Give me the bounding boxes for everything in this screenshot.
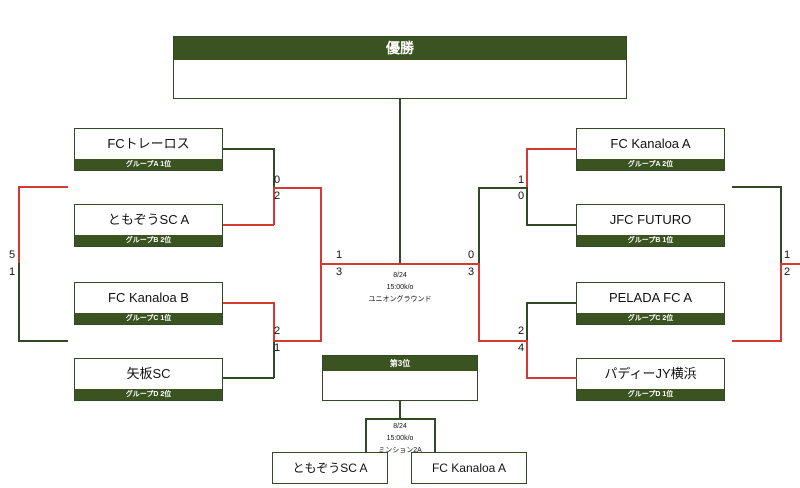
final-line-right	[400, 263, 480, 265]
score: 3	[468, 266, 475, 278]
third-info: 8/24 15:00k/o ミンション2A	[350, 421, 450, 457]
final-info: 8/24 15:00k/o ユニオングラウンド	[350, 270, 450, 306]
team-group: グループB 2位	[75, 235, 222, 246]
third-date: 8/24	[393, 423, 407, 430]
bracket-line	[526, 302, 577, 304]
bracket-line	[478, 187, 527, 189]
third-venue: ミンション2A	[378, 447, 422, 454]
third-connector-r	[434, 418, 436, 454]
bracket-line	[526, 148, 528, 188]
score: 0	[274, 174, 281, 186]
score: 0	[518, 190, 525, 202]
right-team-3[interactable]: PELADA FC A グループC 2位	[576, 282, 725, 325]
score: 1	[784, 249, 791, 261]
bracket-line	[18, 263, 20, 341]
champion-title: 優勝	[174, 37, 626, 60]
score: 1	[518, 174, 525, 186]
bracket-line	[18, 186, 20, 264]
team-group: グループB 1位	[577, 235, 724, 246]
bracket-line	[526, 377, 577, 379]
score: 3	[336, 266, 343, 278]
right-team-2[interactable]: JFC FUTURO グループB 1位	[576, 204, 725, 247]
team-group: グループC 2位	[577, 313, 724, 324]
score: 2	[274, 325, 281, 337]
team-group: グループA 2位	[577, 159, 724, 170]
right-team-4[interactable]: パディーJY横浜 グループD 1位	[576, 358, 725, 401]
bracket-line	[526, 187, 528, 225]
team-name: JFC FUTURO	[609, 212, 692, 227]
bracket-line	[273, 302, 275, 341]
third-time: 15:00k/o	[386, 435, 414, 442]
bracket-line	[273, 340, 275, 378]
third-connector-h	[365, 418, 436, 420]
bracket-line	[320, 187, 322, 342]
third-connector	[399, 401, 401, 419]
team-name: ともぞうSC A	[107, 212, 190, 227]
left-team-1[interactable]: FCトレーロス グループA 1位	[74, 128, 223, 171]
bracket-line	[526, 224, 577, 226]
left-team-3[interactable]: FC Kanaloa B グループC 1位	[74, 282, 223, 325]
bracket-line	[18, 340, 68, 342]
team-group: グループC 1位	[75, 313, 222, 324]
third-team-2[interactable]: FC Kanaloa A	[411, 452, 527, 484]
score: 2	[518, 325, 525, 337]
team-name: FC Kanaloa A	[610, 136, 691, 151]
bracket-line	[223, 224, 274, 226]
score: 5	[9, 249, 16, 261]
third-place-title: 第3位	[323, 356, 477, 371]
bracket-line	[782, 263, 800, 265]
score: 2	[784, 266, 791, 278]
third-connector-l	[365, 418, 367, 454]
bracket-line	[478, 263, 480, 342]
bracket-line	[273, 148, 275, 188]
bracket-line	[223, 148, 274, 150]
bracket-line	[780, 263, 782, 341]
team-group: グループD 2位	[75, 389, 222, 400]
final-venue: ユニオングラウンド	[368, 296, 432, 303]
bracket-line	[273, 187, 321, 189]
score: 1	[9, 266, 16, 278]
bracket-line	[478, 187, 480, 264]
bracket-line	[526, 340, 528, 378]
team-group: グループD 1位	[577, 389, 724, 400]
bracket-line	[223, 302, 274, 304]
team-name: FC Kanaloa B	[108, 290, 189, 305]
bracket-line	[526, 302, 528, 341]
score: 2	[274, 190, 281, 202]
final-time: 15:00k/o	[386, 284, 414, 291]
bracket-line	[478, 340, 527, 342]
score: 4	[518, 342, 525, 354]
team-group: グループA 1位	[75, 159, 222, 170]
score: 1	[274, 342, 281, 354]
third-team-1[interactable]: ともぞうSC A	[272, 452, 388, 484]
bracket-line	[526, 148, 577, 150]
bracket-line	[273, 340, 321, 342]
right-team-1[interactable]: FC Kanaloa A グループA 2位	[576, 128, 725, 171]
score: 0	[468, 249, 475, 261]
third-place-box: 第3位	[322, 355, 478, 401]
team-name: PELADA FC A	[608, 290, 693, 305]
score: 1	[336, 249, 343, 261]
bracket-line	[732, 340, 782, 342]
team-name: パディーJY横浜	[604, 366, 697, 381]
final-connector	[399, 99, 401, 264]
champion-box: 優勝	[173, 36, 627, 99]
bracket-line	[273, 187, 275, 225]
final-date: 8/24	[393, 272, 407, 279]
left-team-4[interactable]: 矢板SC グループD 2位	[74, 358, 223, 401]
team-name: 矢板SC	[126, 366, 171, 381]
bracket-line	[780, 186, 782, 264]
left-team-2[interactable]: ともぞうSC A グループB 2位	[74, 204, 223, 247]
bracket-line	[18, 186, 68, 188]
team-name: FCトレーロス	[107, 136, 190, 151]
final-line-left	[320, 263, 400, 265]
bracket-line	[732, 186, 782, 188]
bracket-line	[223, 377, 274, 379]
